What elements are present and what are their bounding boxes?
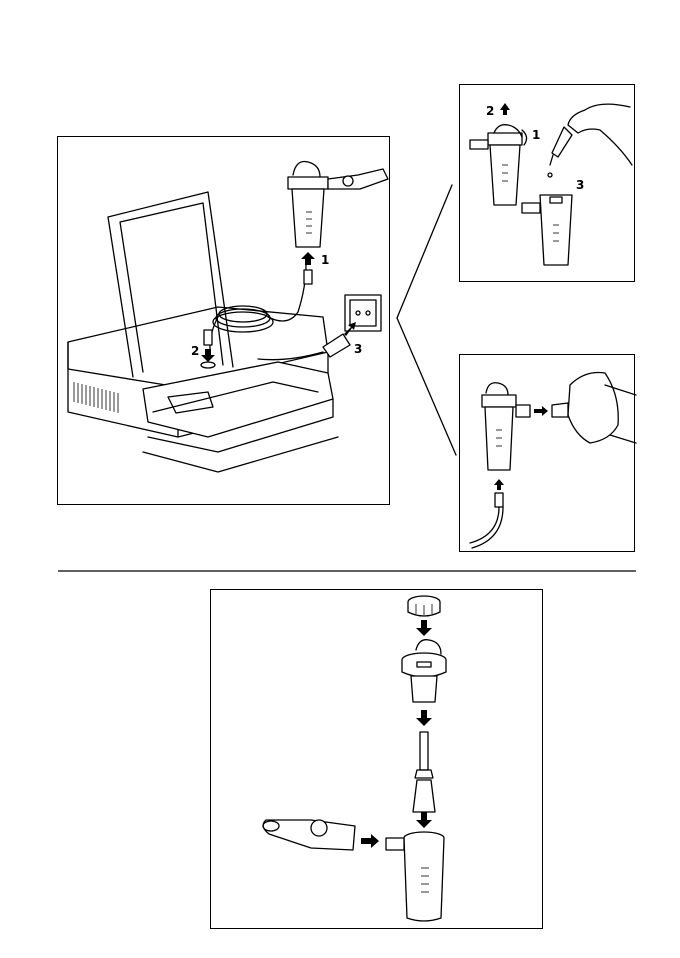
assembly-panel (210, 589, 543, 929)
fill-medication-panel: 2 1 3 (459, 84, 635, 282)
compressor-illustration: 2 1 3 (58, 137, 391, 506)
face-mask (552, 373, 636, 444)
mouthpiece (263, 820, 355, 850)
main-setup-panel: 2 1 3 (57, 136, 390, 505)
medication-cup (386, 832, 444, 921)
hand-dropper (548, 104, 632, 177)
arrow-up-icon (301, 252, 315, 265)
mask-connection-panel (459, 354, 635, 552)
arrow-up-icon (500, 103, 510, 115)
nebulizer-top (402, 640, 446, 702)
nebulizer-cup-small (482, 383, 530, 470)
main-step-3-label: 3 (354, 342, 362, 356)
tube-connector[interactable] (204, 330, 212, 345)
main-step-2-label: 2 (191, 344, 199, 358)
air-outlet-port[interactable] (201, 362, 215, 368)
arrow-down-icon (416, 620, 432, 636)
arrow-up-icon (494, 479, 504, 490)
arrow-down-icon (416, 710, 432, 726)
arrow-down-icon (416, 812, 432, 828)
nebulizer-cup (288, 162, 388, 247)
rotate-arrow-icon (522, 130, 527, 145)
fill-illustration: 2 1 3 (460, 85, 636, 283)
mask-illustration (460, 355, 636, 553)
air-tube (470, 493, 503, 548)
arrow-right-icon (534, 406, 548, 416)
arrow-right-icon (361, 834, 379, 848)
assembly-illustration (211, 590, 544, 930)
cup-tube-connector[interactable] (304, 270, 312, 284)
fill-step-3-label: 3 (576, 178, 584, 192)
nozzle-insert (413, 732, 435, 812)
fill-step-2-label: 2 (486, 104, 494, 118)
vent-grille (74, 382, 118, 413)
fill-step-1-label: 1 (532, 128, 540, 142)
valve-cap (408, 596, 440, 616)
cup-opened (470, 125, 522, 205)
main-step-1-label: 1 (321, 253, 329, 267)
cup-filled (522, 195, 572, 265)
